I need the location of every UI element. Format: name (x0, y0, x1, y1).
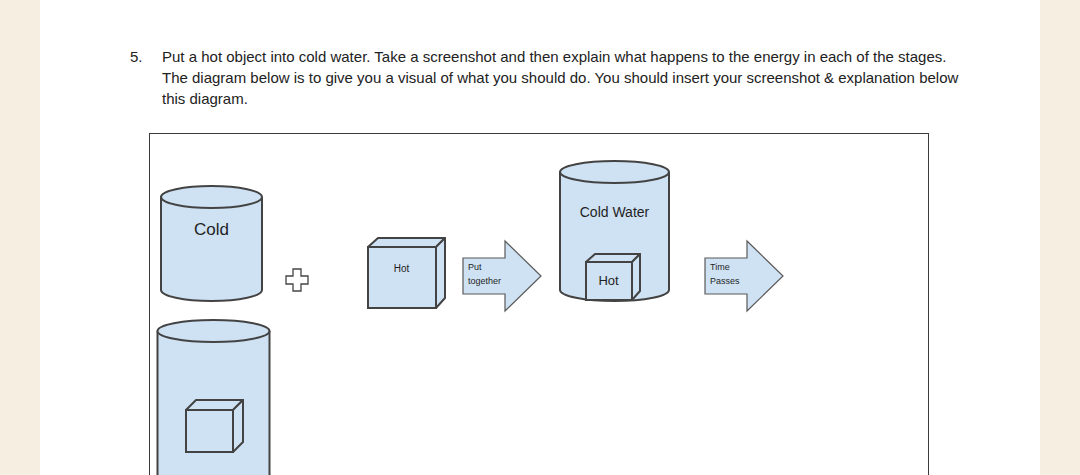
cylinder-body (560, 172, 669, 301)
shape-label: Hot (585, 273, 632, 288)
cube-side (632, 254, 640, 300)
arrow-shape (463, 241, 541, 311)
shape-label: Cold (160, 220, 263, 240)
cylinder-top (158, 320, 270, 342)
cube-front (186, 410, 233, 452)
plus-sign (286, 269, 308, 291)
cylinder-body (158, 331, 270, 475)
cylinder-container-outline (160, 185, 263, 302)
cube-side (233, 400, 243, 452)
shape-label: Hot (367, 263, 436, 275)
shape-label: Cold Water (559, 204, 670, 221)
block-arrow: Put together (462, 240, 542, 312)
question-text: Put a hot object into cold water. Take a… (162, 46, 967, 109)
cylinder-top (560, 161, 669, 183)
arrow-shape (705, 241, 783, 311)
cylinder-container: Cold WaterHot (559, 160, 670, 302)
cube-object: Hot (367, 237, 446, 309)
cube-side (436, 238, 445, 308)
cylinder-top (161, 186, 262, 208)
cylinder-container: Cold (160, 185, 263, 302)
shape-label: Time Passes (710, 260, 744, 288)
cube-front (586, 262, 632, 300)
cube-top (368, 238, 445, 247)
shape-label: Put together (468, 260, 502, 288)
cylinder-body (161, 197, 262, 301)
question-number: 5. (130, 46, 160, 67)
cube-front (368, 247, 436, 308)
cube-object: Hot (585, 253, 641, 301)
block-arrow: Time Passes (704, 240, 784, 312)
